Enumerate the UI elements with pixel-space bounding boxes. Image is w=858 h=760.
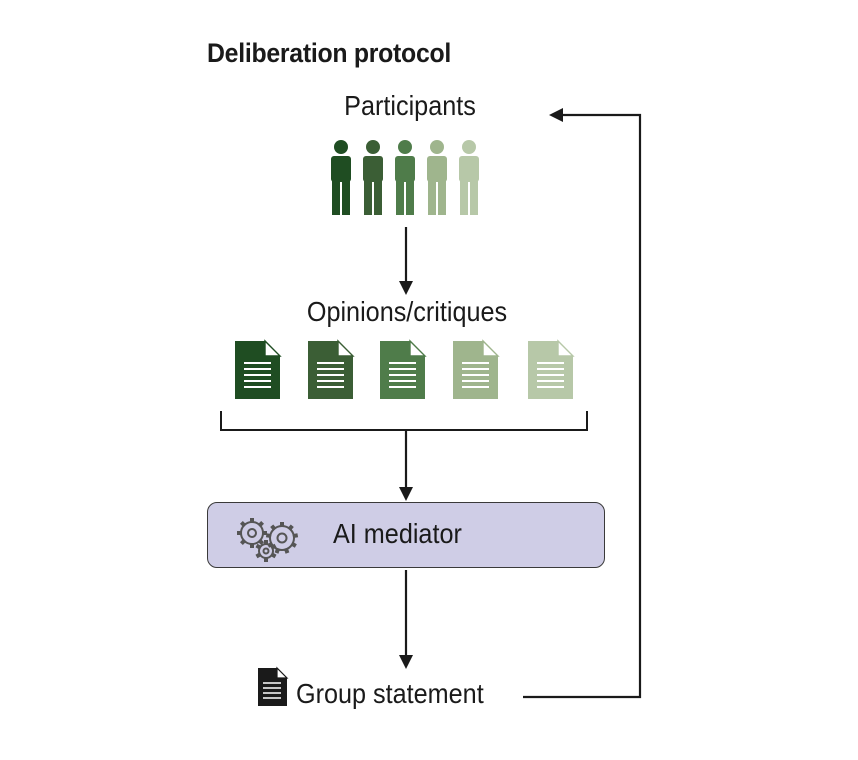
person-icon <box>427 140 447 215</box>
document-icon <box>453 339 500 399</box>
ai-mediator-box: AI mediator <box>207 502 605 568</box>
group-statement-label: Group statement <box>296 678 484 709</box>
mediator-label: AI mediator <box>333 518 462 549</box>
collection-bracket <box>220 411 588 431</box>
gears-icon <box>237 518 299 562</box>
person-icon <box>363 140 383 215</box>
person-icon <box>331 140 351 215</box>
feedback-loop-arrow <box>523 108 642 699</box>
document-icon <box>235 339 282 399</box>
opinions-label: Opinions/critiques <box>306 296 508 327</box>
document-icon <box>308 339 355 399</box>
statement-document-icon <box>258 666 289 706</box>
diagram-title: Deliberation protocol <box>207 38 452 68</box>
person-icon <box>459 140 479 215</box>
participants-label: Participants <box>344 90 476 121</box>
document-icon <box>380 339 427 399</box>
person-icon <box>395 140 415 215</box>
document-icon <box>528 339 575 399</box>
